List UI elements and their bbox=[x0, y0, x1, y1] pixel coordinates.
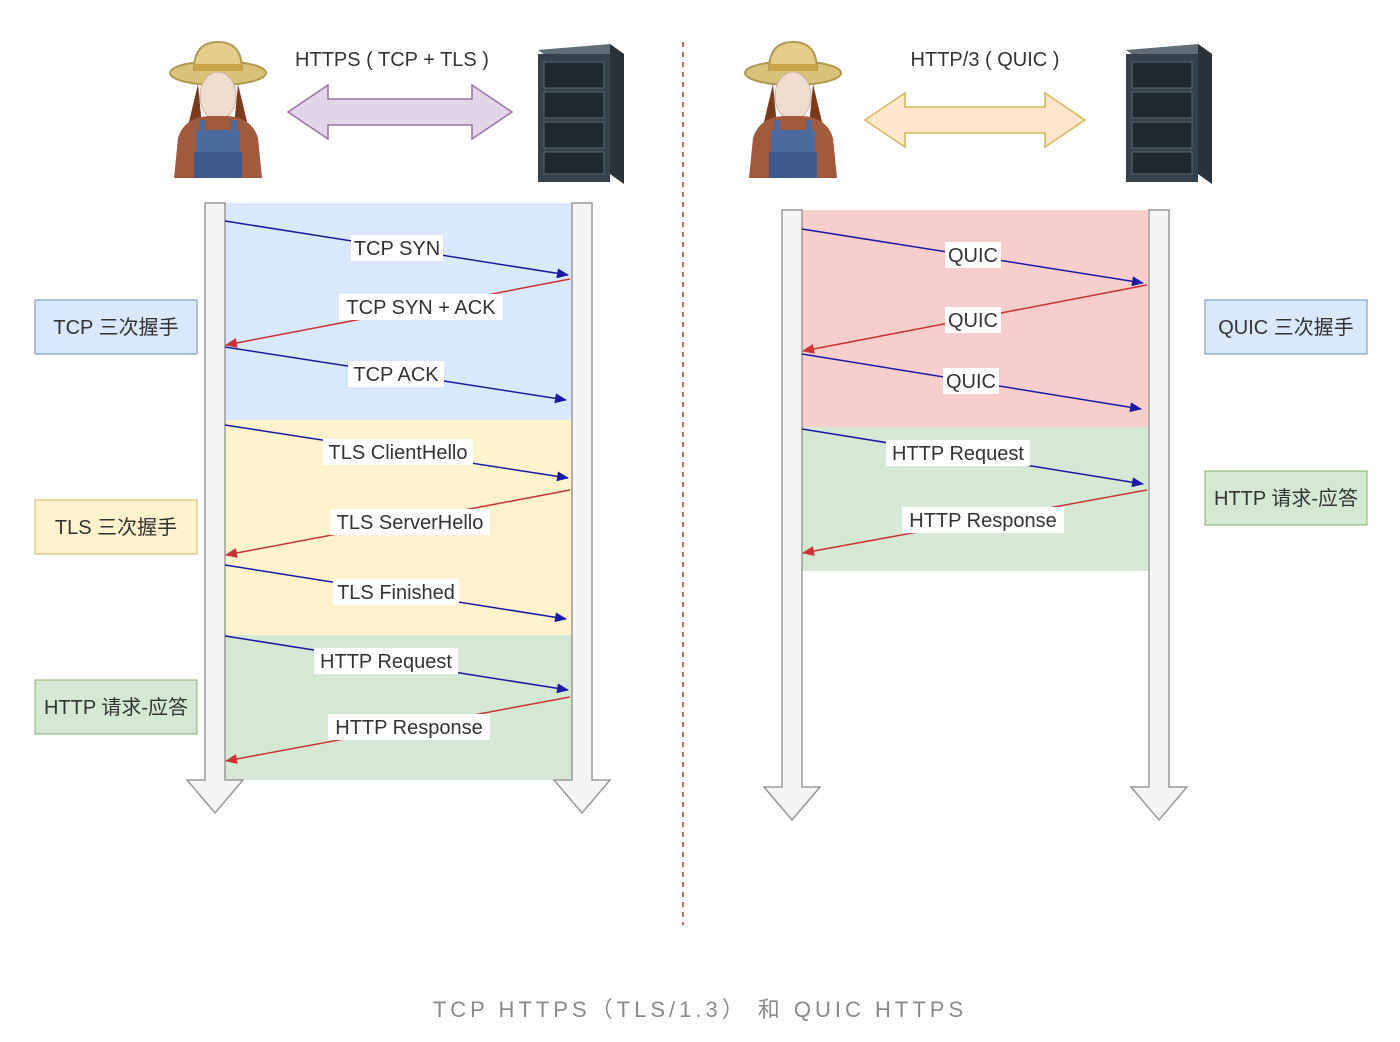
client-farmer-icon bbox=[169, 41, 267, 179]
tls-handshake-label: TLS 三次握手 bbox=[55, 516, 177, 539]
client-lifeline bbox=[762, 209, 822, 822]
figure-caption: TCP HTTPS（TLS/1.3） 和 QUIC HTTPS bbox=[432, 997, 968, 1022]
quic-http-exchange-box bbox=[1204, 470, 1368, 526]
server-lifeline bbox=[552, 202, 612, 815]
tcp-syn-label: TCP SYN bbox=[354, 238, 440, 260]
server-rack-icon bbox=[1125, 43, 1213, 185]
tls-clienthello-label: TLS ClientHello bbox=[329, 442, 468, 464]
quic-http-exchange-label: HTTP 请求-应答 bbox=[1214, 487, 1358, 510]
tls-serverhello-label: TLS ServerHello bbox=[337, 512, 484, 534]
quic-initial-label: QUIC bbox=[948, 245, 998, 267]
quic-http-response-label: HTTP Response bbox=[909, 510, 1056, 532]
https-http-exchange-label: HTTP 请求-应答 bbox=[44, 696, 188, 719]
https-protocol-label: HTTPS ( TCP + TLS ) bbox=[295, 49, 489, 71]
quic-handshake-box bbox=[1204, 299, 1368, 355]
quic-reply-label: QUIC bbox=[948, 310, 998, 332]
client-farmer-icon bbox=[744, 41, 842, 179]
https-http-exchange-box bbox=[34, 679, 198, 735]
tcp-handshake-label: TCP 三次握手 bbox=[53, 316, 178, 339]
tcp-syn-ack-label: TCP SYN + ACK bbox=[346, 297, 496, 319]
quic-panel: HTTP/3 ( QUIC ) QUIC QUIC QUIC HTTP Requ… bbox=[744, 41, 1368, 822]
client-lifeline bbox=[185, 202, 245, 815]
https-http-request-label: HTTP Request bbox=[320, 651, 452, 673]
quic-double-arrow bbox=[863, 91, 1087, 149]
server-lifeline bbox=[1129, 209, 1189, 822]
tcp-handshake-box bbox=[34, 299, 198, 355]
quic-confirm-label: QUIC bbox=[946, 371, 996, 393]
https-http-response-label: HTTP Response bbox=[335, 717, 482, 739]
quic-protocol-label: HTTP/3 ( QUIC ) bbox=[911, 49, 1060, 71]
server-rack-icon bbox=[537, 43, 625, 185]
quic-http-request-label: HTTP Request bbox=[892, 443, 1024, 465]
quic-handshake-label: QUIC 三次握手 bbox=[1218, 316, 1354, 339]
https-panel: HTTPS ( TCP + TLS ) TCP SYN TCP SYN + AC… bbox=[34, 41, 625, 815]
tls-finished-label: TLS Finished bbox=[337, 582, 455, 604]
tcp-ack-label: TCP ACK bbox=[353, 364, 439, 386]
tls-handshake-box bbox=[34, 499, 198, 555]
https-double-arrow bbox=[286, 83, 514, 141]
